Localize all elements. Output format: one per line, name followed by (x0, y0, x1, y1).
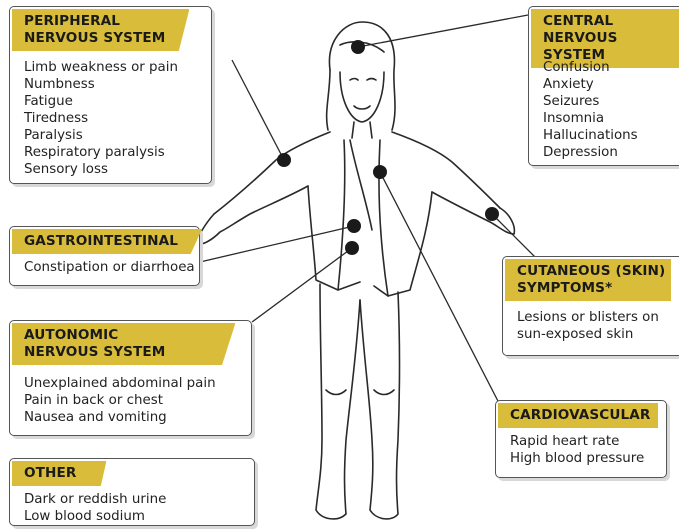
peripheral-nervous-system-box: PERIPHERAL NERVOUS SYSTEM Limb weakness … (9, 6, 212, 184)
symptom-item: Confusion (543, 59, 638, 76)
dot-cutaneous (485, 207, 499, 221)
symptom-item: Hallucinations (543, 127, 638, 144)
peripheral-list: Limb weakness or pain Numbness Fatigue T… (24, 59, 178, 178)
symptom-item: Seizures (543, 93, 638, 110)
cutaneous-list: Lesions or blisters on sun-exposed skin (517, 309, 659, 343)
symptom-item: Anxiety (543, 76, 638, 93)
connector-cardiovascular (380, 172, 500, 405)
connector-peripheral (232, 60, 284, 160)
gastrointestinal-box: GASTROINTESTINAL Constipation or diarrho… (9, 226, 200, 286)
dot-central (351, 40, 365, 54)
gastrointestinal-title: GASTROINTESTINAL (12, 229, 202, 254)
other-title: OTHER (12, 461, 106, 486)
peripheral-title: PERIPHERAL NERVOUS SYSTEM (12, 9, 189, 51)
connector-central (358, 15, 528, 47)
cardiovascular-list: Rapid heart rate High blood pressure (510, 433, 644, 467)
symptom-item: Rapid heart rate (510, 433, 644, 450)
central-nervous-system-box: CENTRAL NERVOUS SYSTEM Confusion Anxiety… (528, 6, 679, 166)
symptom-item: Limb weakness or pain (24, 59, 178, 76)
symptom-item: Sensory loss (24, 161, 178, 178)
other-list: Dark or reddish urine Low blood sodium (24, 491, 166, 525)
symptom-item: Unexplained abdominal pain (24, 375, 216, 392)
symptom-item: Fatigue (24, 93, 178, 110)
symptom-item: Low blood sodium (24, 508, 166, 525)
symptom-item: Tiredness (24, 110, 178, 127)
symptom-item: Dark or reddish urine (24, 491, 166, 508)
symptom-item: Pain in back or chest (24, 392, 216, 409)
autonomic-nervous-system-box: AUTONOMIC NERVOUS SYSTEM Unexplained abd… (9, 320, 252, 436)
coat-right (374, 192, 432, 296)
dot-gastrointestinal (347, 219, 361, 233)
symptom-item: Respiratory paralysis (24, 144, 178, 161)
symptom-item: Numbness (24, 76, 178, 93)
autonomic-list: Unexplained abdominal pain Pain in back … (24, 375, 216, 426)
dot-peripheral (277, 153, 291, 167)
left-leg (316, 284, 360, 519)
cardiovascular-box: CARDIOVASCULAR Rapid heart rate High blo… (495, 400, 667, 478)
gastrointestinal-list: Constipation or diarrhoea (24, 259, 195, 276)
autonomic-title: AUTONOMIC NERVOUS SYSTEM (12, 323, 235, 365)
dot-cardiovascular (373, 165, 387, 179)
connector-gastrointestinal (200, 226, 354, 262)
symptom-item: High blood pressure (510, 450, 644, 467)
symptom-item: Insomnia (543, 110, 638, 127)
cutaneous-symptoms-box: CUTANEOUS (SKIN) SYMPTOMS* Lesions or bl… (502, 256, 679, 356)
cardiovascular-title: CARDIOVASCULAR (498, 403, 658, 428)
face-outline (340, 72, 384, 122)
central-list: Confusion Anxiety Seizures Insomnia Hall… (543, 59, 638, 161)
left-arm (214, 132, 330, 214)
symptom-item: Depression (543, 144, 638, 161)
other-box: OTHER Dark or reddish urine Low blood so… (9, 458, 255, 526)
symptom-item: Constipation or diarrhoea (24, 259, 195, 276)
connector-cutaneous (492, 214, 536, 258)
right-arm (392, 132, 500, 208)
symptom-item: Paralysis (24, 127, 178, 144)
symptom-item: Nausea and vomiting (24, 409, 216, 426)
right-leg (360, 292, 400, 519)
cutaneous-title: CUTANEOUS (SKIN) SYMPTOMS* (505, 259, 671, 301)
symptom-item: Lesions or blisters on (517, 309, 659, 326)
symptom-item: sun-exposed skin (517, 326, 659, 343)
connector-autonomic (252, 248, 352, 322)
dot-autonomic (345, 241, 359, 255)
